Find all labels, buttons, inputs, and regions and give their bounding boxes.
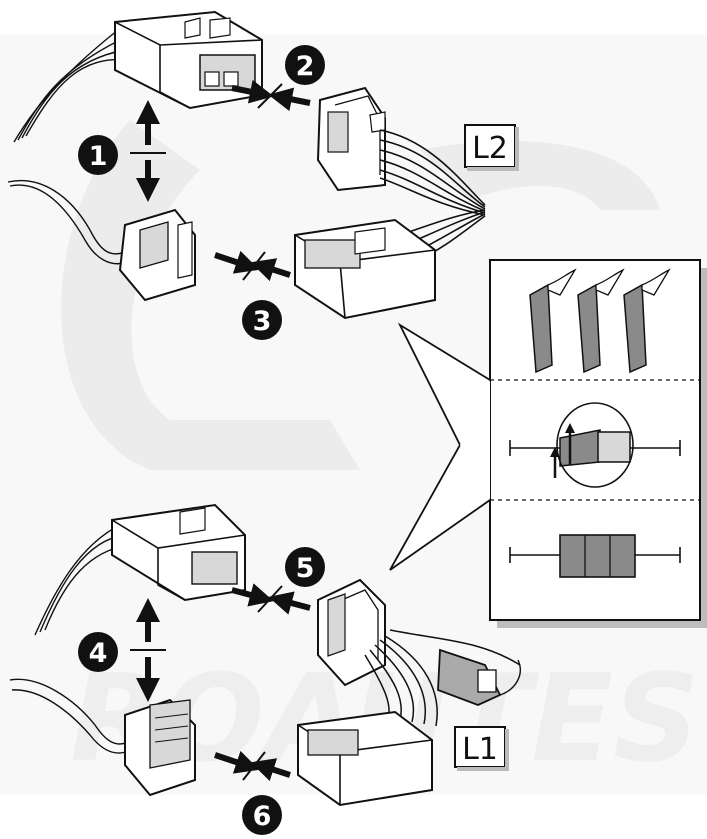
connector-l2-upper: [318, 88, 385, 190]
step-5-label: 5: [296, 553, 315, 584]
step-3-label: 3: [253, 306, 272, 337]
step-badge-1: 1: [78, 135, 118, 175]
step-badge-6: 6: [242, 795, 282, 835]
harness-label-l2-text: L2: [472, 131, 508, 166]
harness-label-l1-text: L1: [462, 732, 498, 767]
harness-label-l2: L2: [465, 125, 517, 169]
step-4-label: 4: [89, 638, 108, 669]
step-6-label: 6: [253, 801, 272, 832]
step-badge-5: 5: [285, 547, 325, 587]
step-badge-4: 4: [78, 632, 118, 672]
step-2-label: 2: [296, 51, 315, 82]
step-1-label: 1: [89, 141, 108, 172]
harness-label-l1: L1: [455, 727, 507, 769]
step-badge-2: 2: [285, 45, 325, 85]
step-badge-3: 3: [242, 300, 282, 340]
